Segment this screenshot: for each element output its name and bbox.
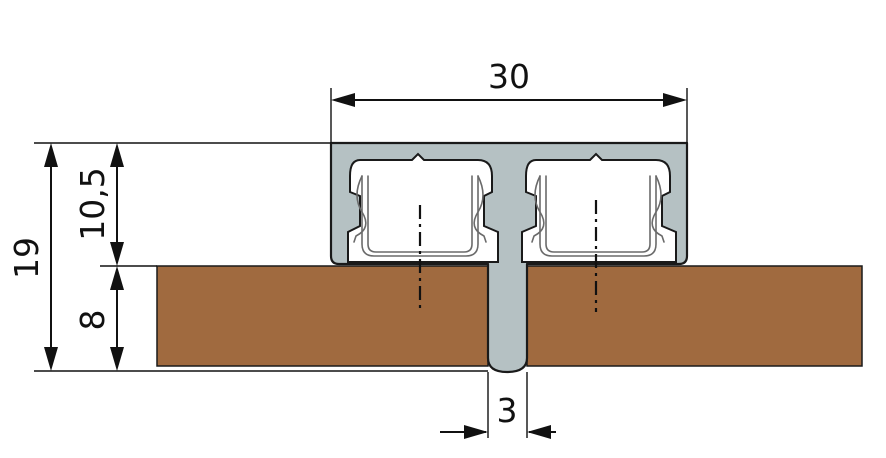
dimension-width: 30 <box>331 57 687 107</box>
dimension-overall-height: 19 <box>7 143 58 371</box>
dimension-slot-width: 3 <box>440 391 556 439</box>
dimension-overall-height-label: 19 <box>7 237 46 279</box>
dimension-width-label: 30 <box>488 57 530 96</box>
dimension-slot-width-label: 3 <box>497 391 518 430</box>
dimension-upper-height: 10,5 <box>73 143 124 266</box>
dimension-lower-height-label: 8 <box>73 310 112 331</box>
left-channel-pocket <box>347 152 499 263</box>
dimension-upper-height-label: 10,5 <box>73 167 112 240</box>
right-spring-clip <box>531 175 665 257</box>
dimension-lower-height: 8 <box>73 266 124 371</box>
right-channel-pocket <box>521 152 677 263</box>
